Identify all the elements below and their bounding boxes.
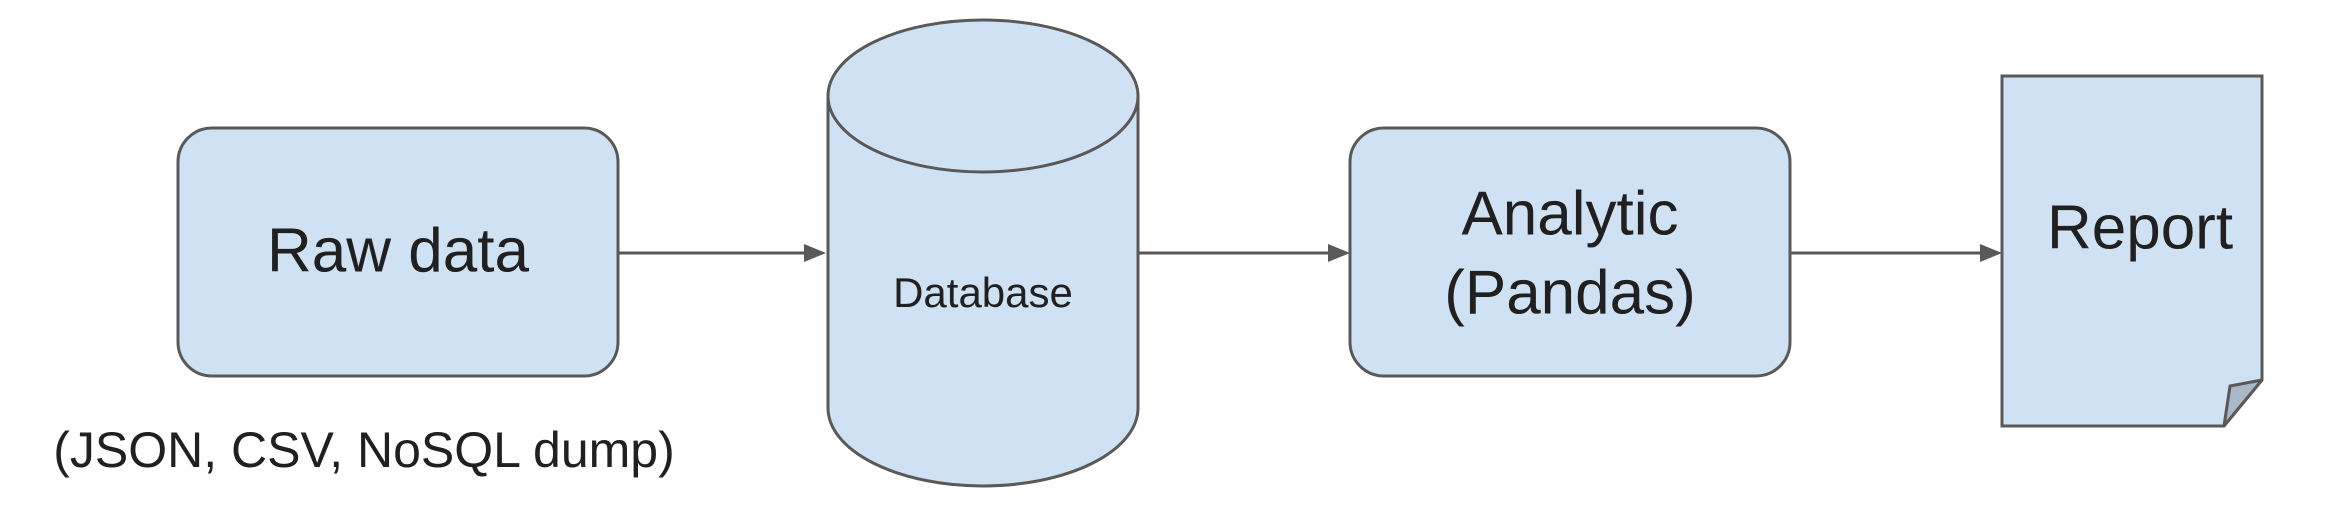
analytic-label-line1: Analytic — [1461, 179, 1678, 248]
edge-raw-to-database — [618, 244, 826, 262]
report-page-fold-icon — [2222, 378, 2264, 428]
report-node: Report — [2000, 74, 2264, 428]
arrowhead-icon — [804, 244, 826, 262]
edge-analytic-to-report — [1790, 244, 2002, 262]
raw-data-node: Raw data — [176, 126, 620, 378]
analytic-box — [1348, 126, 1792, 378]
database-node: Database — [826, 18, 1140, 488]
report-label: Report — [2047, 193, 2233, 262]
arrowhead-icon — [1328, 244, 1350, 262]
database-label: Database — [893, 269, 1073, 316]
database-cylinder-top — [826, 18, 1140, 174]
analytic-node: Analytic (Pandas) — [1348, 126, 1792, 378]
database-cylinder-body — [826, 96, 1140, 488]
edge-database-to-analytic — [1138, 244, 1350, 262]
raw-data-label: Raw data — [267, 216, 529, 285]
arrowhead-icon — [1980, 244, 2002, 262]
analytic-label-line2: (Pandas) — [1444, 258, 1696, 327]
raw-data-caption: (JSON, CSV, NoSQL dump) — [53, 422, 675, 478]
